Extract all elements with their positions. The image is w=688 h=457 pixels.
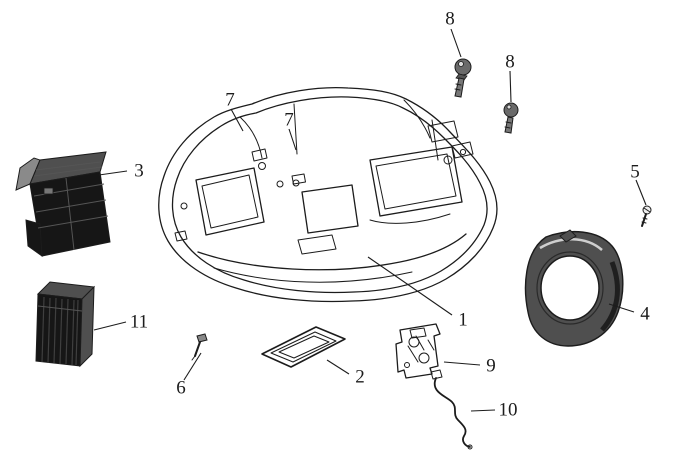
part-10-tube (430, 369, 473, 450)
part-11-ribbed-box (35, 281, 96, 368)
callout-10: 10 (498, 399, 518, 421)
part-5-screw (641, 205, 652, 227)
callout-2: 2 (355, 366, 365, 388)
part-1-main-box (158, 86, 498, 303)
callout-9: 9 (486, 355, 496, 377)
callout-11: 11 (129, 311, 149, 333)
callout-6: 6 (176, 377, 186, 399)
callout-5: 5 (630, 161, 640, 183)
leader-lines (93, 28, 647, 412)
callout-7-left: 7 (225, 89, 235, 111)
callout-4: 4 (640, 303, 650, 325)
callout-3: 3 (134, 160, 144, 182)
part-9-bracket (395, 323, 441, 379)
part-8-key-lower (503, 102, 519, 134)
part-8-key-upper (454, 58, 472, 98)
part-6-pin (191, 333, 208, 361)
part-7-rim-edge (239, 116, 263, 159)
callout-7-right: 7 (284, 109, 294, 131)
callout-1: 1 (458, 309, 468, 331)
part-4-round-cover (524, 229, 624, 347)
callout-8-lower: 8 (505, 51, 515, 73)
callout-8-upper: 8 (445, 8, 455, 30)
part-3-dark-unit (15, 151, 111, 258)
part-2-seal-frame (261, 326, 346, 368)
